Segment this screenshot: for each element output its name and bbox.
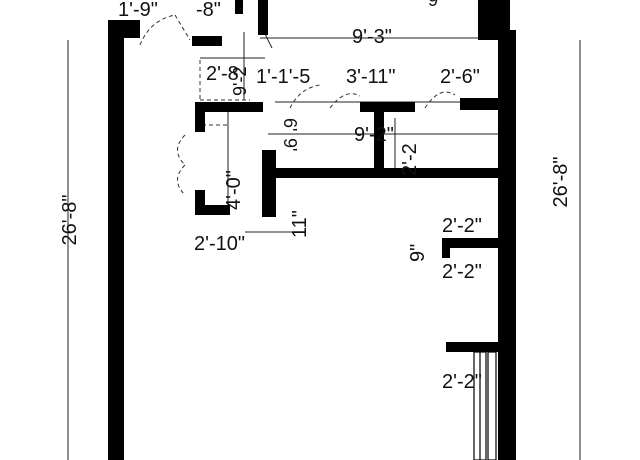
dim-top-left-a: 1'-9": [118, 0, 158, 21]
dim-closet-height: 4'-0": [223, 170, 245, 210]
walls[interactable]: [108, 0, 516, 460]
dim-door-3: 2'-6": [440, 66, 480, 88]
dim-door-2: 3'-11": [346, 66, 395, 88]
dim-right-9: 9": [407, 244, 429, 262]
dim-entry-depth: 2'-8: [206, 63, 239, 85]
dim-stub-6: 6': [280, 118, 300, 131]
window-detail: [473, 351, 497, 460]
dim-closet-width: 2'-10": [194, 233, 245, 255]
dim-stub-9: 9': [280, 138, 300, 151]
dim-closet-11: 11": [289, 210, 311, 238]
dim-overall-left: 26'-8": [59, 195, 81, 246]
dim-right-2-2-c: 2'-2": [442, 371, 482, 393]
dim-overall-right: 26'-8": [550, 157, 572, 208]
dim-corridor: 9'-2": [354, 124, 394, 146]
dim-entry-side: 9'-2: [230, 67, 250, 96]
door-swings: [139, 14, 456, 196]
dim-door-1: 1'-1'-5: [256, 66, 310, 88]
dim-right-2-2-b: 2'-2": [442, 261, 482, 283]
dimension-labels: 26'-8" 26'-8" 1'-9" -8" 9 9'-3" 2'-8 9'-…: [59, 0, 572, 393]
dim-top-left-b: -8": [196, 0, 221, 21]
dim-top-right-clip: 9: [428, 0, 438, 10]
dim-wall-2-2: 2'-2: [399, 143, 421, 176]
dim-right-2-2-a: 2'-2": [442, 215, 482, 237]
dim-hall-width: 9'-3": [352, 26, 392, 48]
